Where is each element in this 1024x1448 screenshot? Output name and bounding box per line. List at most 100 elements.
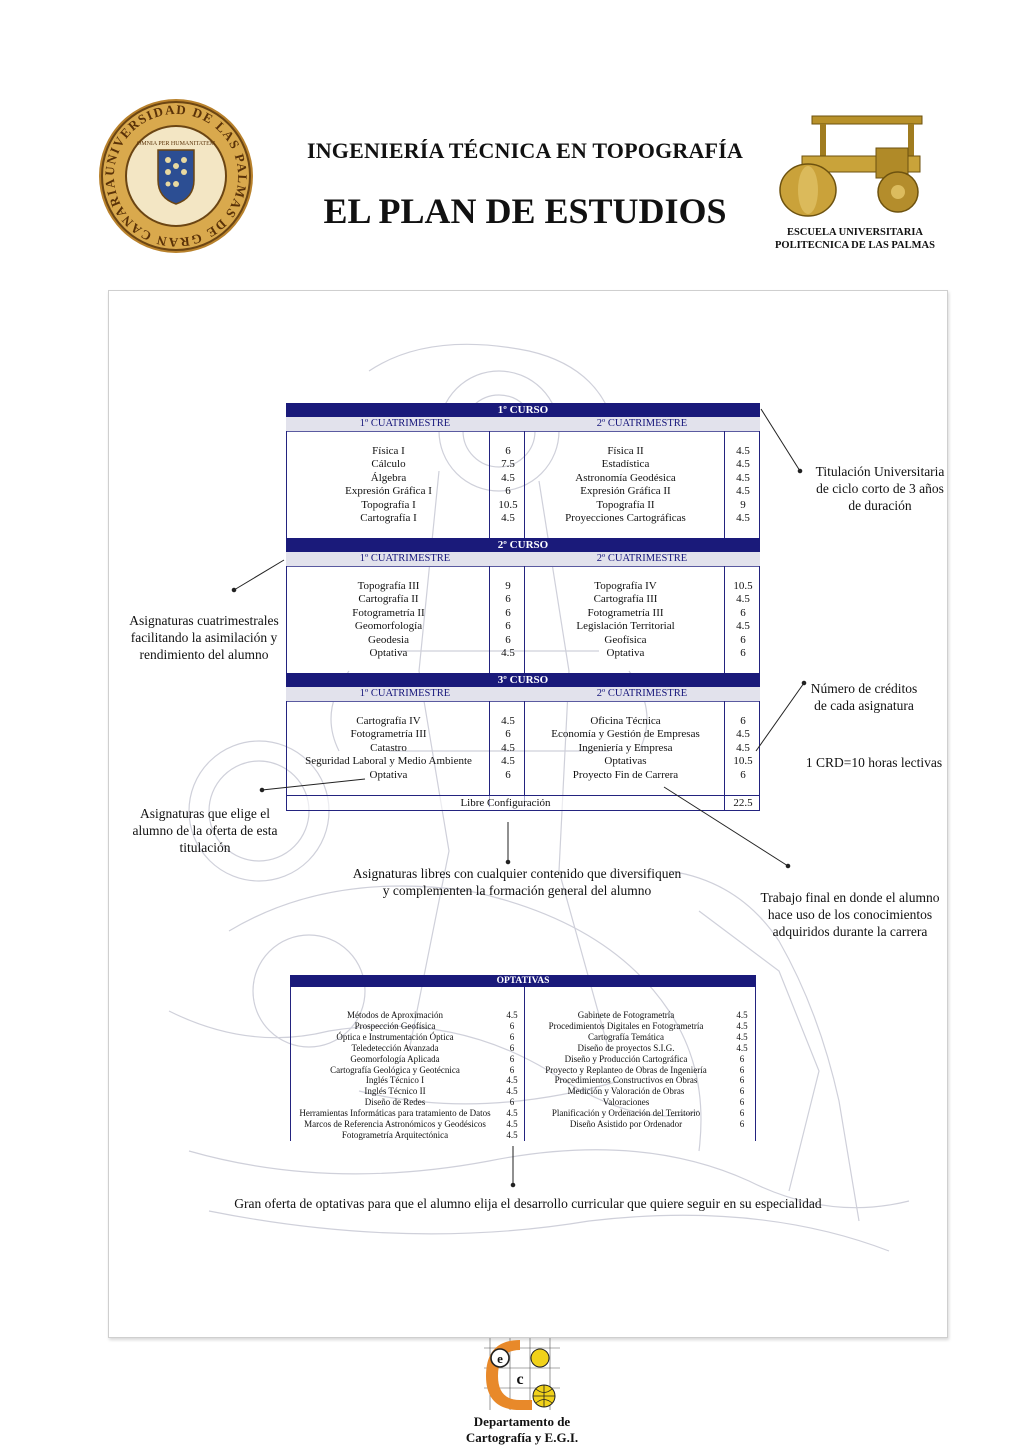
subject-credits: 6 [505, 445, 511, 457]
department-name: Departamento de Cartografía y E.G.I. [432, 1414, 612, 1446]
optativas-header: OPTATIVAS [290, 975, 756, 987]
optativa-name: Inglés Técnico II [364, 1086, 426, 1097]
subject-name: Cartografía III [593, 593, 658, 606]
optativa-name: Cartografía Temática [588, 1031, 664, 1042]
school-name-line2: POLITECNICA DE LAS PALMAS [775, 240, 935, 251]
optativa-credits: 6 [739, 1053, 745, 1064]
optativa-name: Cartografía Geológica y Geotécnica [330, 1064, 460, 1075]
subject-credits: 6 [740, 715, 746, 727]
subject-name: Física II [607, 445, 644, 457]
note-cuatrimestrales: Asignaturas cuatrimestrales facilitando … [120, 612, 288, 663]
seal-ribbon: OMNIA PER HUMANITATEM [137, 141, 216, 147]
column-divider [524, 701, 525, 807]
column-divider [524, 987, 525, 1141]
note-line: facilitando la asimilación y [130, 630, 278, 645]
column-divider [724, 701, 725, 807]
column-divider [489, 701, 490, 807]
optativa-credits: 4.5 [736, 1010, 748, 1020]
optativa-name: Gabinete de Fotogrametría [577, 1010, 675, 1020]
subject-credits: 4.5 [501, 647, 515, 659]
subject-credits: 9 [505, 580, 511, 592]
optativa-credits: 4.5 [506, 1086, 518, 1097]
semester-2-label: 2º CUATRIMESTRE [596, 688, 688, 699]
optativa-credits: 6 [739, 1064, 745, 1075]
year-header: 3º CURSO [286, 673, 760, 687]
subject-credits: 4.5 [736, 741, 750, 754]
subject-name: Proyecto Fin de Carrera [572, 768, 679, 781]
subject-credits: 4.5 [736, 445, 750, 457]
libre-label: Libre Configuración [460, 797, 551, 809]
optativa-name: Métodos de Aproximación [347, 1010, 443, 1020]
subject-name: Expresión Gráfica I [345, 485, 432, 498]
subject-name: Cartografía I [360, 512, 417, 524]
subject-name: Expresión Gráfica II [580, 485, 671, 498]
subject-name: Legislación Territorial [576, 620, 675, 633]
road-roller-logo [779, 115, 923, 217]
subject-name: Topografía IV [594, 580, 657, 592]
curriculum-table: 1º CURSO 1º CUATRIMESTRE 2º CUATRIMESTRE Fí… [286, 403, 760, 811]
subject-name: Fotogrametría III [587, 606, 664, 619]
optativa-credits: 4.5 [506, 1108, 518, 1119]
svg-text:c: c [516, 1371, 523, 1388]
subject-name: Proyecciones Cartográficas [565, 512, 686, 524]
note-oferta: Gran oferta de optativas para que el alu… [234, 1196, 822, 1211]
optativa-credits: 4.5 [506, 1075, 518, 1086]
subject-name: Seguridad Laboral y Medio Ambiente [305, 755, 472, 768]
note-line: hace uso de los conocimientos [767, 907, 933, 922]
note-line: titulación [179, 840, 231, 855]
note-line: alumno de la oferta de esta [132, 823, 278, 838]
subject-credits: 6 [505, 593, 511, 606]
subject-credits: 6 [740, 633, 746, 646]
subject-name: Ingeniería y Empresa [578, 741, 673, 754]
semester-2-label: 2º CUATRIMESTRE [596, 553, 688, 564]
subject-credits: 4.5 [736, 512, 750, 524]
optativa-credits: 6 [509, 1053, 515, 1064]
optativa-credits: 4.5 [506, 1119, 518, 1129]
optativa-name: Valoraciones [602, 1097, 650, 1108]
subject-credits: 6 [505, 620, 511, 633]
optativa-name: Diseño de proyectos S.I.G. [577, 1042, 675, 1053]
optativa-name: Teledetección Avanzada [351, 1042, 439, 1053]
optativa-name: Procedimientos Constructivos en Obras [554, 1075, 698, 1086]
subject-name: Optativa [369, 647, 408, 659]
optativa-name: Diseño Asistido por Ordenador [569, 1119, 683, 1129]
subject-name: Geodesia [368, 633, 409, 646]
optativa-name: Medición y Valoración de Obras [567, 1086, 685, 1097]
subject-name: Optativas [604, 755, 647, 768]
subject-credits: 10.5 [733, 580, 753, 592]
optativa-credits: 6 [509, 1031, 515, 1042]
subject-credits: 6 [505, 728, 511, 741]
subject-credits: 4.5 [736, 485, 750, 498]
subject-credits: 4.5 [501, 512, 515, 524]
department-name-line2: Cartografía y E.G.I. [465, 1430, 579, 1445]
note-line: Trabajo final en donde el alumno [760, 890, 940, 905]
note-line: Asignaturas que elige el [139, 806, 271, 821]
note-line: rendimiento del alumno [139, 647, 269, 662]
note-line: Número de créditos [810, 681, 918, 696]
optativa-name: Diseño de Redes [364, 1097, 426, 1108]
subject-name: Topografía III [357, 580, 420, 592]
optativa-credits: 6 [739, 1108, 745, 1119]
year-header: 1º CURSO [286, 403, 760, 417]
page-title: EL PLAN DE ESTUDIOS [323, 191, 727, 231]
subject-name: Optativa [606, 647, 645, 659]
optativa-name: Fotogrametría Arquitectónica [341, 1129, 449, 1140]
optativa-credits: 4.5 [736, 1042, 748, 1053]
subject-credits: 6 [505, 768, 511, 781]
optativa-name: Marcos de Referencia Astronómicos y Geod… [304, 1119, 486, 1129]
semester-1-label: 1º CUATRIMESTRE [359, 688, 451, 699]
note-libres: Asignaturas libres con cualquier conteni… [330, 865, 704, 899]
optativa-credits: 6 [739, 1075, 745, 1086]
subject-credits: 4.5 [736, 728, 750, 741]
subject-credits: 4.5 [736, 620, 750, 633]
background-sketch-drawing [168, 343, 910, 1252]
subject-name: Estadística [601, 458, 650, 471]
subject-credits: 4.5 [501, 471, 515, 484]
optativa-credits: 4.5 [506, 1129, 518, 1140]
semester-header-row: 1º CUATRIMESTRE 2º CUATRIMESTRE [286, 687, 760, 702]
optativa-name: Prospección Geofísica [354, 1020, 436, 1031]
